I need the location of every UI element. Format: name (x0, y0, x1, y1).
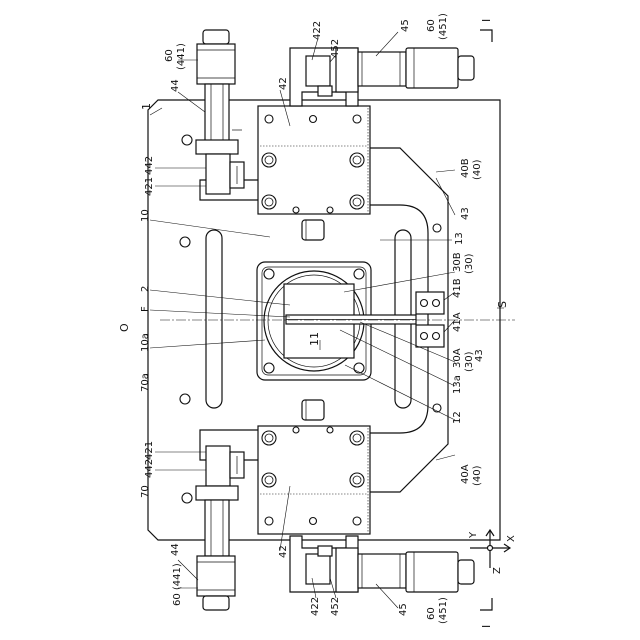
small-hole (293, 207, 299, 213)
small-hole (353, 517, 361, 525)
label-30A: 30A (452, 348, 463, 368)
axis-label-Y: Y (468, 531, 479, 539)
small-hole (265, 115, 273, 123)
label-S: S (496, 301, 509, 308)
small-hole (327, 427, 333, 433)
holder-hole (354, 363, 364, 373)
label-30B-paren: (30) (464, 253, 475, 274)
small-hole (310, 116, 317, 123)
small-hole (293, 427, 299, 433)
label-43-top: 43 (460, 207, 471, 220)
label-43-bottom: 43 (474, 349, 485, 362)
micrometer-top-right (290, 48, 474, 106)
label-441-topleft: (441) (176, 43, 187, 70)
axis-label-X: X (506, 535, 517, 542)
label-10: 10 (140, 209, 151, 222)
label-40B-paren: (40) (472, 159, 483, 180)
label-12: 12 (452, 411, 463, 424)
label-422-bottom: 422 (310, 597, 321, 616)
small-hole (265, 517, 273, 525)
label-42-top: 42 (278, 77, 289, 90)
label-F: F (140, 306, 151, 312)
small-hole (310, 518, 317, 525)
micrometer-top-left (196, 30, 244, 194)
label-13a: 13a (452, 375, 463, 394)
label-13: 13 (454, 232, 465, 245)
slot-left (206, 230, 222, 408)
label-421-top: 421 (144, 177, 155, 196)
label-O: O (118, 323, 131, 332)
label-70a: 70a (140, 373, 151, 392)
label-I-top: I (480, 19, 493, 22)
label-452-top: 452 (330, 39, 341, 58)
label-451-bottomright: (451) (438, 597, 449, 624)
label-41B: 41B (452, 278, 463, 298)
label-60-topleft: 60 (164, 49, 175, 62)
plate-hole (182, 493, 192, 503)
label-44-top: 44 (170, 79, 181, 92)
label-60-441-bottom: 60 (441) (172, 563, 183, 606)
holder-hole (354, 269, 364, 279)
label-452-bottom: 452 (330, 597, 341, 616)
label-2: 2 (140, 286, 151, 292)
label-40B: 40B (460, 158, 471, 178)
label-45-top: 45 (400, 19, 411, 32)
plate-hole (182, 135, 192, 145)
section-mark-top (480, 30, 492, 42)
label-40A-paren: (40) (472, 465, 483, 486)
plate-hole (180, 237, 190, 247)
holder-hole (264, 363, 274, 373)
micrometer-bottom-left (196, 446, 244, 610)
label-60-bottomright: 60 (426, 607, 437, 620)
label-422-top: 422 (312, 21, 323, 40)
plate-hole (433, 224, 441, 232)
label-I-bottom: I (480, 625, 493, 628)
small-hole (353, 115, 361, 123)
label-30B: 30B (452, 252, 463, 272)
label-442-top: 442 (144, 156, 155, 175)
label-421-bottom: 421 (144, 441, 155, 460)
label-442-bottom: 442 (144, 459, 155, 478)
label-41A: 41A (452, 312, 463, 332)
label-70: 70 (140, 485, 151, 498)
label-451-topright: (451) (438, 13, 449, 40)
micrometer-bottom-right (290, 536, 474, 592)
section-mark-bottom (480, 598, 492, 610)
label-11: 11 (308, 332, 321, 346)
label-1: 1 (140, 103, 153, 110)
label-40A: 40A (460, 464, 471, 484)
label-42-bottom: 42 (278, 545, 289, 558)
label-60-topright: 60 (426, 19, 437, 32)
knob-top (302, 220, 324, 240)
plate-hole (180, 394, 190, 404)
label-44-bottom: 44 (170, 543, 181, 556)
small-hole (327, 207, 333, 213)
axis-label-Z: Z (492, 567, 503, 574)
label-10a: 10a (140, 333, 151, 352)
label-45-bottom: 45 (398, 603, 409, 616)
knob-bottom (302, 400, 324, 420)
holder-hole (264, 269, 274, 279)
